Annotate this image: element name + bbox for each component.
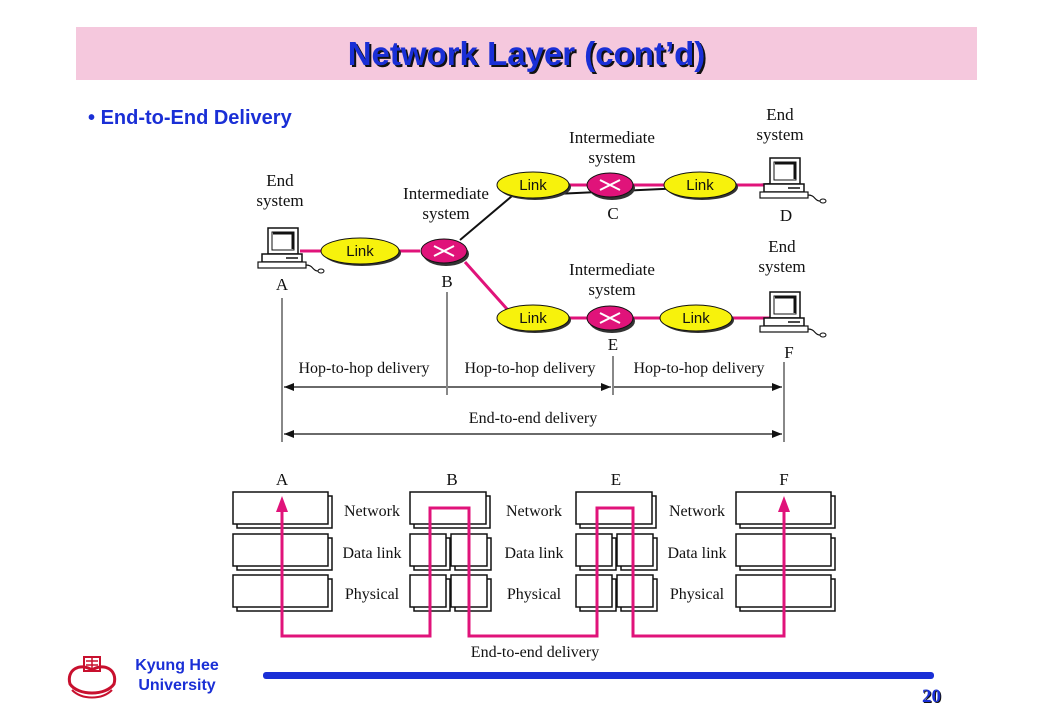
title-band: Network Layer (cont’d) (76, 27, 977, 80)
footer-bar (263, 672, 934, 679)
path-arrow-f-icon (778, 496, 790, 512)
link-label: Link (682, 310, 710, 327)
hop-label-3: Hop-to-hop delivery (633, 360, 764, 377)
layer-network-2: Network (506, 503, 562, 520)
university-logo-icon (67, 656, 117, 699)
layer-datalink-1: Data link (342, 545, 401, 562)
node-a-label: A (276, 275, 289, 294)
layer-network-3: Network (669, 503, 725, 520)
computer-f-icon (758, 290, 828, 339)
layer-network-1: Network (344, 503, 400, 520)
hop-label-2: Hop-to-hop delivery (464, 360, 595, 377)
node-b-label: B (441, 272, 452, 291)
link-e-f: Link (659, 304, 734, 333)
router-c-icon (586, 172, 635, 200)
link-a-b: Link (320, 237, 401, 266)
link-c-d: Link (663, 171, 738, 200)
router-b-icon (420, 238, 469, 266)
link-label: Link (686, 177, 714, 194)
column-b-label: B (446, 470, 457, 489)
stack-e (575, 491, 658, 612)
end-to-end-label-bottom: End-to-end delivery (471, 644, 599, 661)
node-f-label: F (784, 343, 793, 362)
link-b-e: Link (496, 304, 571, 333)
link-label: Link (346, 243, 374, 260)
node-e-label: E (608, 335, 618, 354)
slide-title: Network Layer (cont’d) (347, 35, 706, 72)
column-a-label: A (276, 470, 289, 489)
layer-datalink-3: Data link (667, 545, 726, 562)
node-d-label: D (780, 206, 792, 225)
bullet-end-to-end: • End-to-End Delivery (88, 107, 292, 129)
stack-b (409, 491, 492, 612)
page-number: 20 (922, 686, 941, 707)
column-e-label: E (611, 470, 621, 489)
layer-physical-1: Physical (345, 586, 400, 603)
layer-datalink-2: Data link (504, 545, 563, 562)
link-b-c: Link (496, 171, 571, 200)
layer-physical-2: Physical (507, 586, 562, 603)
hop-label-1: Hop-to-hop delivery (298, 360, 429, 377)
link-label: Link (519, 310, 547, 327)
end-to-end-path (280, 502, 786, 638)
layer-physical-3: Physical (670, 586, 725, 603)
computer-d-icon (758, 156, 828, 205)
bullet-text: End-to-End Delivery (100, 107, 292, 129)
end-to-end-label-top: End-to-end delivery (469, 410, 597, 427)
router-e-icon (586, 305, 635, 333)
column-f-label: F (779, 470, 788, 489)
path-arrow-a-icon (276, 496, 288, 512)
university-name: Kyung Hee University (135, 657, 219, 694)
link-label: Link (519, 177, 547, 194)
node-c-label: C (607, 204, 618, 223)
